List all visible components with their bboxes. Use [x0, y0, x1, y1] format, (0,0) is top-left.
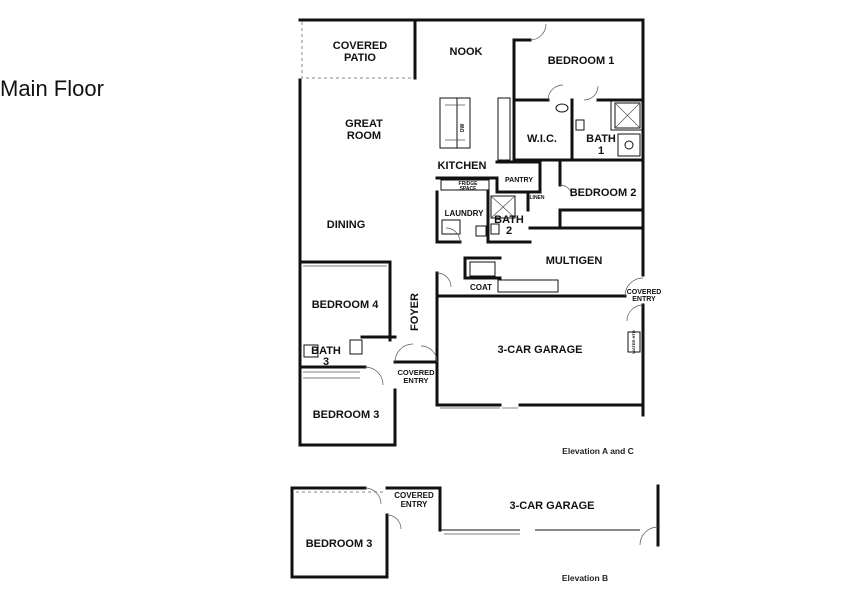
room-dining: DINING — [327, 219, 366, 231]
dishwasher-label: DW — [460, 124, 466, 133]
room-bedroom-3: BEDROOM 3 — [313, 409, 380, 421]
room-multigen: MULTIGEN — [546, 255, 603, 267]
caption-elevation-a-c: Elevation A and C — [562, 446, 634, 456]
covered-entry-front-line2: ENTRY — [403, 376, 428, 385]
room-bedroom-1: BEDROOM 1 — [548, 55, 615, 67]
room-bath-2-line1: BATH — [494, 214, 524, 226]
exterior-walls — [298, 18, 645, 447]
room-great-room-line2: ROOM — [347, 130, 381, 142]
fridge-space-line1: FRIDGE — [459, 181, 479, 187]
fridge-space-line2: SPACE — [460, 186, 478, 192]
covered-entry-side-line2: ENTRY — [632, 296, 656, 303]
floor-title: Main Floor — [0, 76, 104, 101]
alt-room-bedroom-3: BEDROOM 3 — [306, 538, 373, 550]
room-pantry: PANTRY — [505, 177, 533, 184]
room-foyer: FOYER — [409, 293, 421, 331]
room-bath-3-line2: 3 — [323, 356, 329, 368]
room-great-room-line1: GREAT — [345, 118, 383, 130]
door-swings — [364, 23, 644, 386]
covered-entry-front-line1: COVERED — [397, 368, 435, 377]
room-covered-patio-line1: COVERED — [333, 40, 387, 52]
room-laundry: LAUNDRY — [445, 209, 484, 218]
room-bath-2-line2: 2 — [506, 225, 512, 237]
room-bath-3-line1: BATH — [311, 345, 341, 357]
alt-room-3-car-garage: 3-CAR GARAGE — [510, 500, 595, 512]
bath-fixtures — [303, 102, 641, 358]
room-bedroom-2: BEDROOM 2 — [570, 187, 637, 199]
kitchen-fixtures — [439, 97, 511, 191]
windows — [303, 265, 518, 409]
alt-covered-entry-line1: COVERED — [394, 491, 434, 500]
water-heater-label: WATER HTR — [631, 330, 636, 354]
room-bedroom-4: BEDROOM 4 — [312, 299, 380, 311]
room-linen: LINEN — [530, 195, 545, 201]
room-coat: COAT — [470, 283, 492, 292]
alt-covered-entry-line2: ENTRY — [401, 500, 428, 509]
interior-walls — [393, 38, 645, 364]
room-covered-patio-line2: PATIO — [344, 52, 376, 64]
room-bath-1-line2: 1 — [598, 145, 604, 157]
covered-patio-outline — [301, 18, 417, 80]
covered-entry-side-line1: COVERED — [627, 289, 662, 296]
room-kitchen: KITCHEN — [438, 160, 487, 172]
room-wic: W.I.C. — [527, 133, 557, 145]
alt-plan-labels: BEDROOM 3 COVERED ENTRY 3-CAR GARAGE — [306, 491, 595, 550]
room-3-car-garage: 3-CAR GARAGE — [498, 344, 583, 356]
room-bath-1-line1: BATH — [586, 133, 616, 145]
caption-elevation-b: Elevation B — [562, 573, 608, 583]
alt-plan-walls — [290, 484, 660, 579]
room-nook: NOOK — [450, 46, 483, 58]
room-labels: COVERED PATIO NOOK BEDROOM 1 GREAT ROOM … — [311, 40, 661, 421]
